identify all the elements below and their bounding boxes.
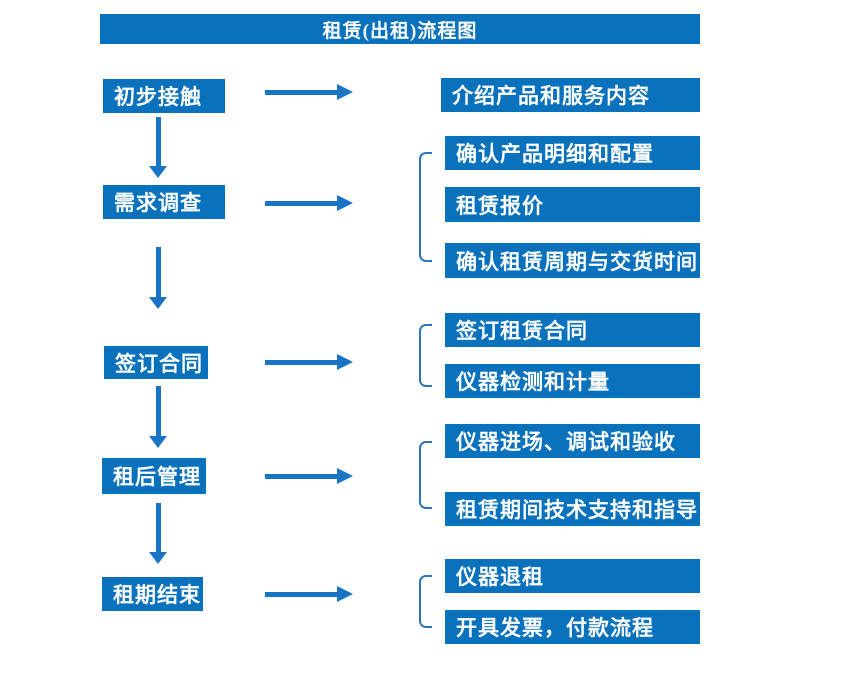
arrow-shaft <box>155 503 161 553</box>
arrow-shaft <box>155 247 161 298</box>
arrow-head-icon <box>337 195 353 211</box>
arrow-right-demand-survey <box>265 195 353 211</box>
step-box-demand-survey: 需求调查 <box>103 185 225 219</box>
arrow-head-icon <box>149 297 167 309</box>
step-box-initial-contact: 初步接触 <box>103 79 225 113</box>
detail-box-instrument-return: 仪器退租 <box>445 559 700 593</box>
bracket-sign-contract-details <box>419 324 432 387</box>
arrow-right-initial-contact <box>265 84 353 100</box>
arrow-right-post-rental <box>265 468 353 484</box>
arrow-head-icon <box>149 166 167 178</box>
detail-box-sign-rental-contract: 签订租赁合同 <box>445 313 700 347</box>
arrow-right-rental-end <box>265 586 353 602</box>
arrow-down-step1-step2 <box>149 117 167 178</box>
detail-box-instrument-setup-acceptance: 仪器进场、调试和验收 <box>445 424 700 458</box>
detail-box-technical-support: 租赁期间技术支持和指导 <box>445 492 700 526</box>
flowchart-title: 租赁(出租)流程图 <box>100 14 700 44</box>
detail-box-confirm-period-delivery: 确认租赁周期与交货时间 <box>445 243 700 278</box>
arrow-shaft <box>265 473 338 479</box>
detail-box-instrument-testing: 仪器检测和计量 <box>445 364 700 398</box>
arrow-right-sign-contract <box>265 354 353 370</box>
detail-box-introduce-products: 介绍产品和服务内容 <box>441 78 700 112</box>
bracket-post-rental-details <box>419 441 432 509</box>
arrow-down-step3-step4 <box>149 386 167 448</box>
arrow-shaft <box>265 200 338 206</box>
bracket-demand-survey-details <box>419 152 432 262</box>
arrow-shaft <box>155 117 161 167</box>
arrow-head-icon <box>149 436 167 448</box>
detail-box-confirm-product-config: 确认产品明细和配置 <box>445 136 700 170</box>
arrow-down-step4-step5 <box>149 503 167 564</box>
arrow-down-step2-step3 <box>149 247 167 309</box>
step-box-post-rental: 租后管理 <box>102 458 206 494</box>
arrow-shaft <box>265 89 338 95</box>
arrow-head-icon <box>337 84 353 100</box>
step-box-rental-end: 租期结束 <box>102 577 203 611</box>
arrow-head-icon <box>337 468 353 484</box>
arrow-head-icon <box>149 552 167 564</box>
detail-box-invoice-payment: 开具发票，付款流程 <box>445 610 700 644</box>
step-box-sign-contract: 签订合同 <box>104 346 208 379</box>
arrow-shaft <box>265 591 338 597</box>
arrow-shaft <box>265 359 338 365</box>
arrow-head-icon <box>337 586 353 602</box>
arrow-shaft <box>155 386 161 437</box>
detail-box-rental-quotation: 租赁报价 <box>445 187 700 222</box>
bracket-rental-end-details <box>419 575 432 628</box>
arrow-head-icon <box>337 354 353 370</box>
